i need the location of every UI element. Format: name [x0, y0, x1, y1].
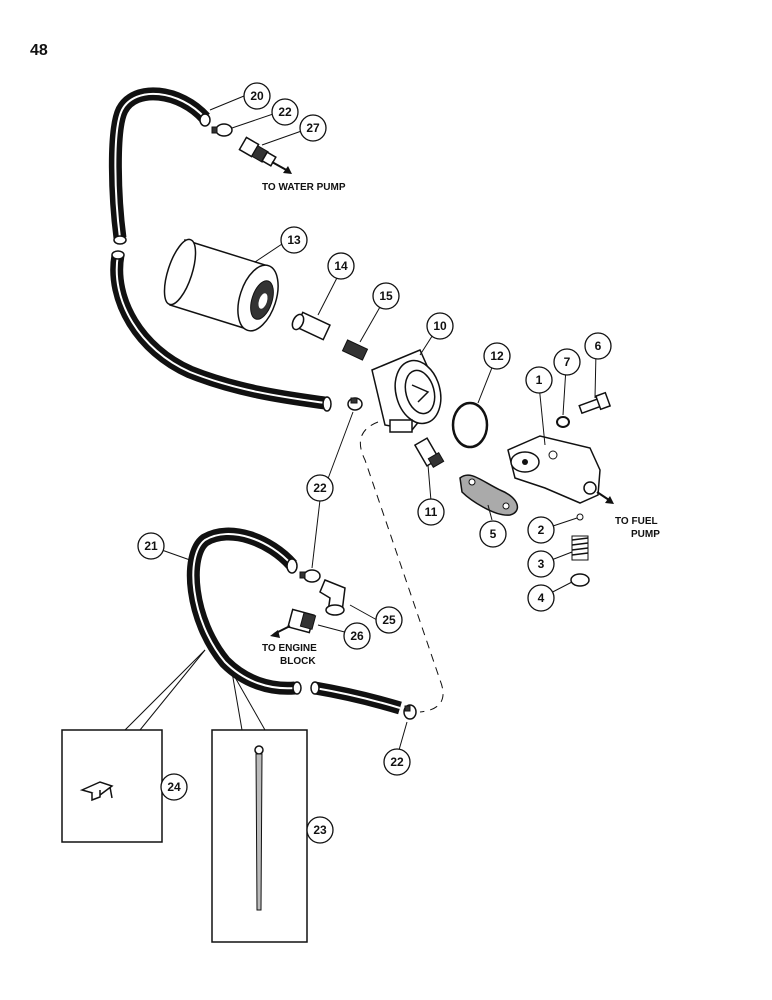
label-block: BLOCK [280, 656, 316, 667]
callout-22-mid: 22 [306, 474, 334, 502]
o-ring-12 [451, 401, 489, 449]
svg-text:1: 1 [536, 373, 543, 387]
callout-11: 11 [417, 498, 445, 526]
callout-10: 10 [426, 312, 454, 340]
nipple-15 [341, 339, 369, 361]
callout-14: 14 [327, 252, 355, 280]
bolt-6 [578, 391, 612, 415]
fitting-26 [270, 608, 317, 638]
svg-text:26: 26 [350, 629, 364, 643]
callout-21: 21 [137, 532, 165, 560]
fitting-27 [238, 136, 292, 174]
washer-7 [556, 416, 570, 428]
callout-2: 2 [527, 516, 555, 544]
hose-21 [186, 527, 302, 695]
svg-text:2: 2 [538, 523, 545, 537]
callout-1: 1 [525, 366, 553, 394]
callout-26: 26 [343, 622, 371, 650]
svg-text:6: 6 [595, 339, 602, 353]
hose-lower-short [310, 681, 402, 715]
clamp-22-top [211, 123, 233, 137]
callout-7: 7 [553, 348, 581, 376]
svg-text:23: 23 [313, 823, 327, 837]
filter-base-10 [371, 349, 442, 433]
callout-22-top: 22 [271, 98, 299, 126]
spring-3 [571, 535, 589, 561]
svg-text:11: 11 [425, 505, 438, 519]
inset-box-24 [61, 649, 206, 843]
clamp-22-mid [347, 397, 363, 411]
adapter-14 [291, 311, 331, 341]
clamp-22-elbow [299, 569, 321, 583]
svg-text:14: 14 [334, 259, 348, 273]
callout-12: 12 [483, 342, 511, 370]
page-number: 48 [30, 42, 48, 59]
svg-text:10: 10 [433, 319, 447, 333]
svg-text:12: 12 [490, 349, 504, 363]
callout-5: 5 [479, 520, 507, 548]
svg-text:22: 22 [278, 105, 292, 119]
svg-text:24: 24 [167, 780, 181, 794]
svg-text:15: 15 [379, 289, 393, 303]
elbow-25 [319, 579, 346, 616]
plug-4 [570, 573, 590, 587]
dashed-path [360, 421, 444, 713]
label-to-engine: TO ENGINE [262, 643, 317, 654]
gasket-5 [459, 474, 519, 516]
svg-text:25: 25 [382, 613, 396, 627]
relief-valve-11 [413, 437, 445, 469]
label-to-fuel: TO FUEL [615, 516, 658, 527]
callout-24: 24 [160, 773, 188, 801]
callout-13: 13 [280, 226, 308, 254]
callout-4: 4 [527, 584, 555, 612]
svg-text:21: 21 [144, 539, 158, 553]
label-pump: PUMP [631, 529, 660, 540]
hose-20 [108, 87, 211, 245]
callout-15: 15 [372, 282, 400, 310]
svg-text:22: 22 [390, 755, 404, 769]
callout-20: 20 [243, 82, 271, 110]
callout-27: 27 [299, 114, 327, 142]
svg-text:20: 20 [250, 89, 264, 103]
oil-filter-13 [163, 238, 279, 332]
callout-25: 25 [375, 606, 403, 634]
svg-text:4: 4 [538, 591, 545, 605]
callout-23: 23 [306, 816, 334, 844]
hose-upper-long [110, 250, 332, 412]
housing-1 [507, 435, 614, 504]
svg-text:22: 22 [313, 481, 327, 495]
svg-text:27: 27 [306, 121, 320, 135]
svg-text:3: 3 [538, 557, 545, 571]
svg-text:5: 5 [490, 527, 497, 541]
ball-2 [576, 513, 584, 521]
callout-3: 3 [527, 550, 555, 578]
svg-text:13: 13 [287, 233, 301, 247]
clamp-22-lower [403, 704, 417, 720]
inset-box-23 [211, 671, 308, 943]
svg-text:7: 7 [564, 355, 571, 369]
callout-22-lower: 22 [383, 748, 411, 776]
label-to-water-pump: TO WATER PUMP [262, 182, 346, 193]
callout-6: 6 [584, 332, 612, 360]
